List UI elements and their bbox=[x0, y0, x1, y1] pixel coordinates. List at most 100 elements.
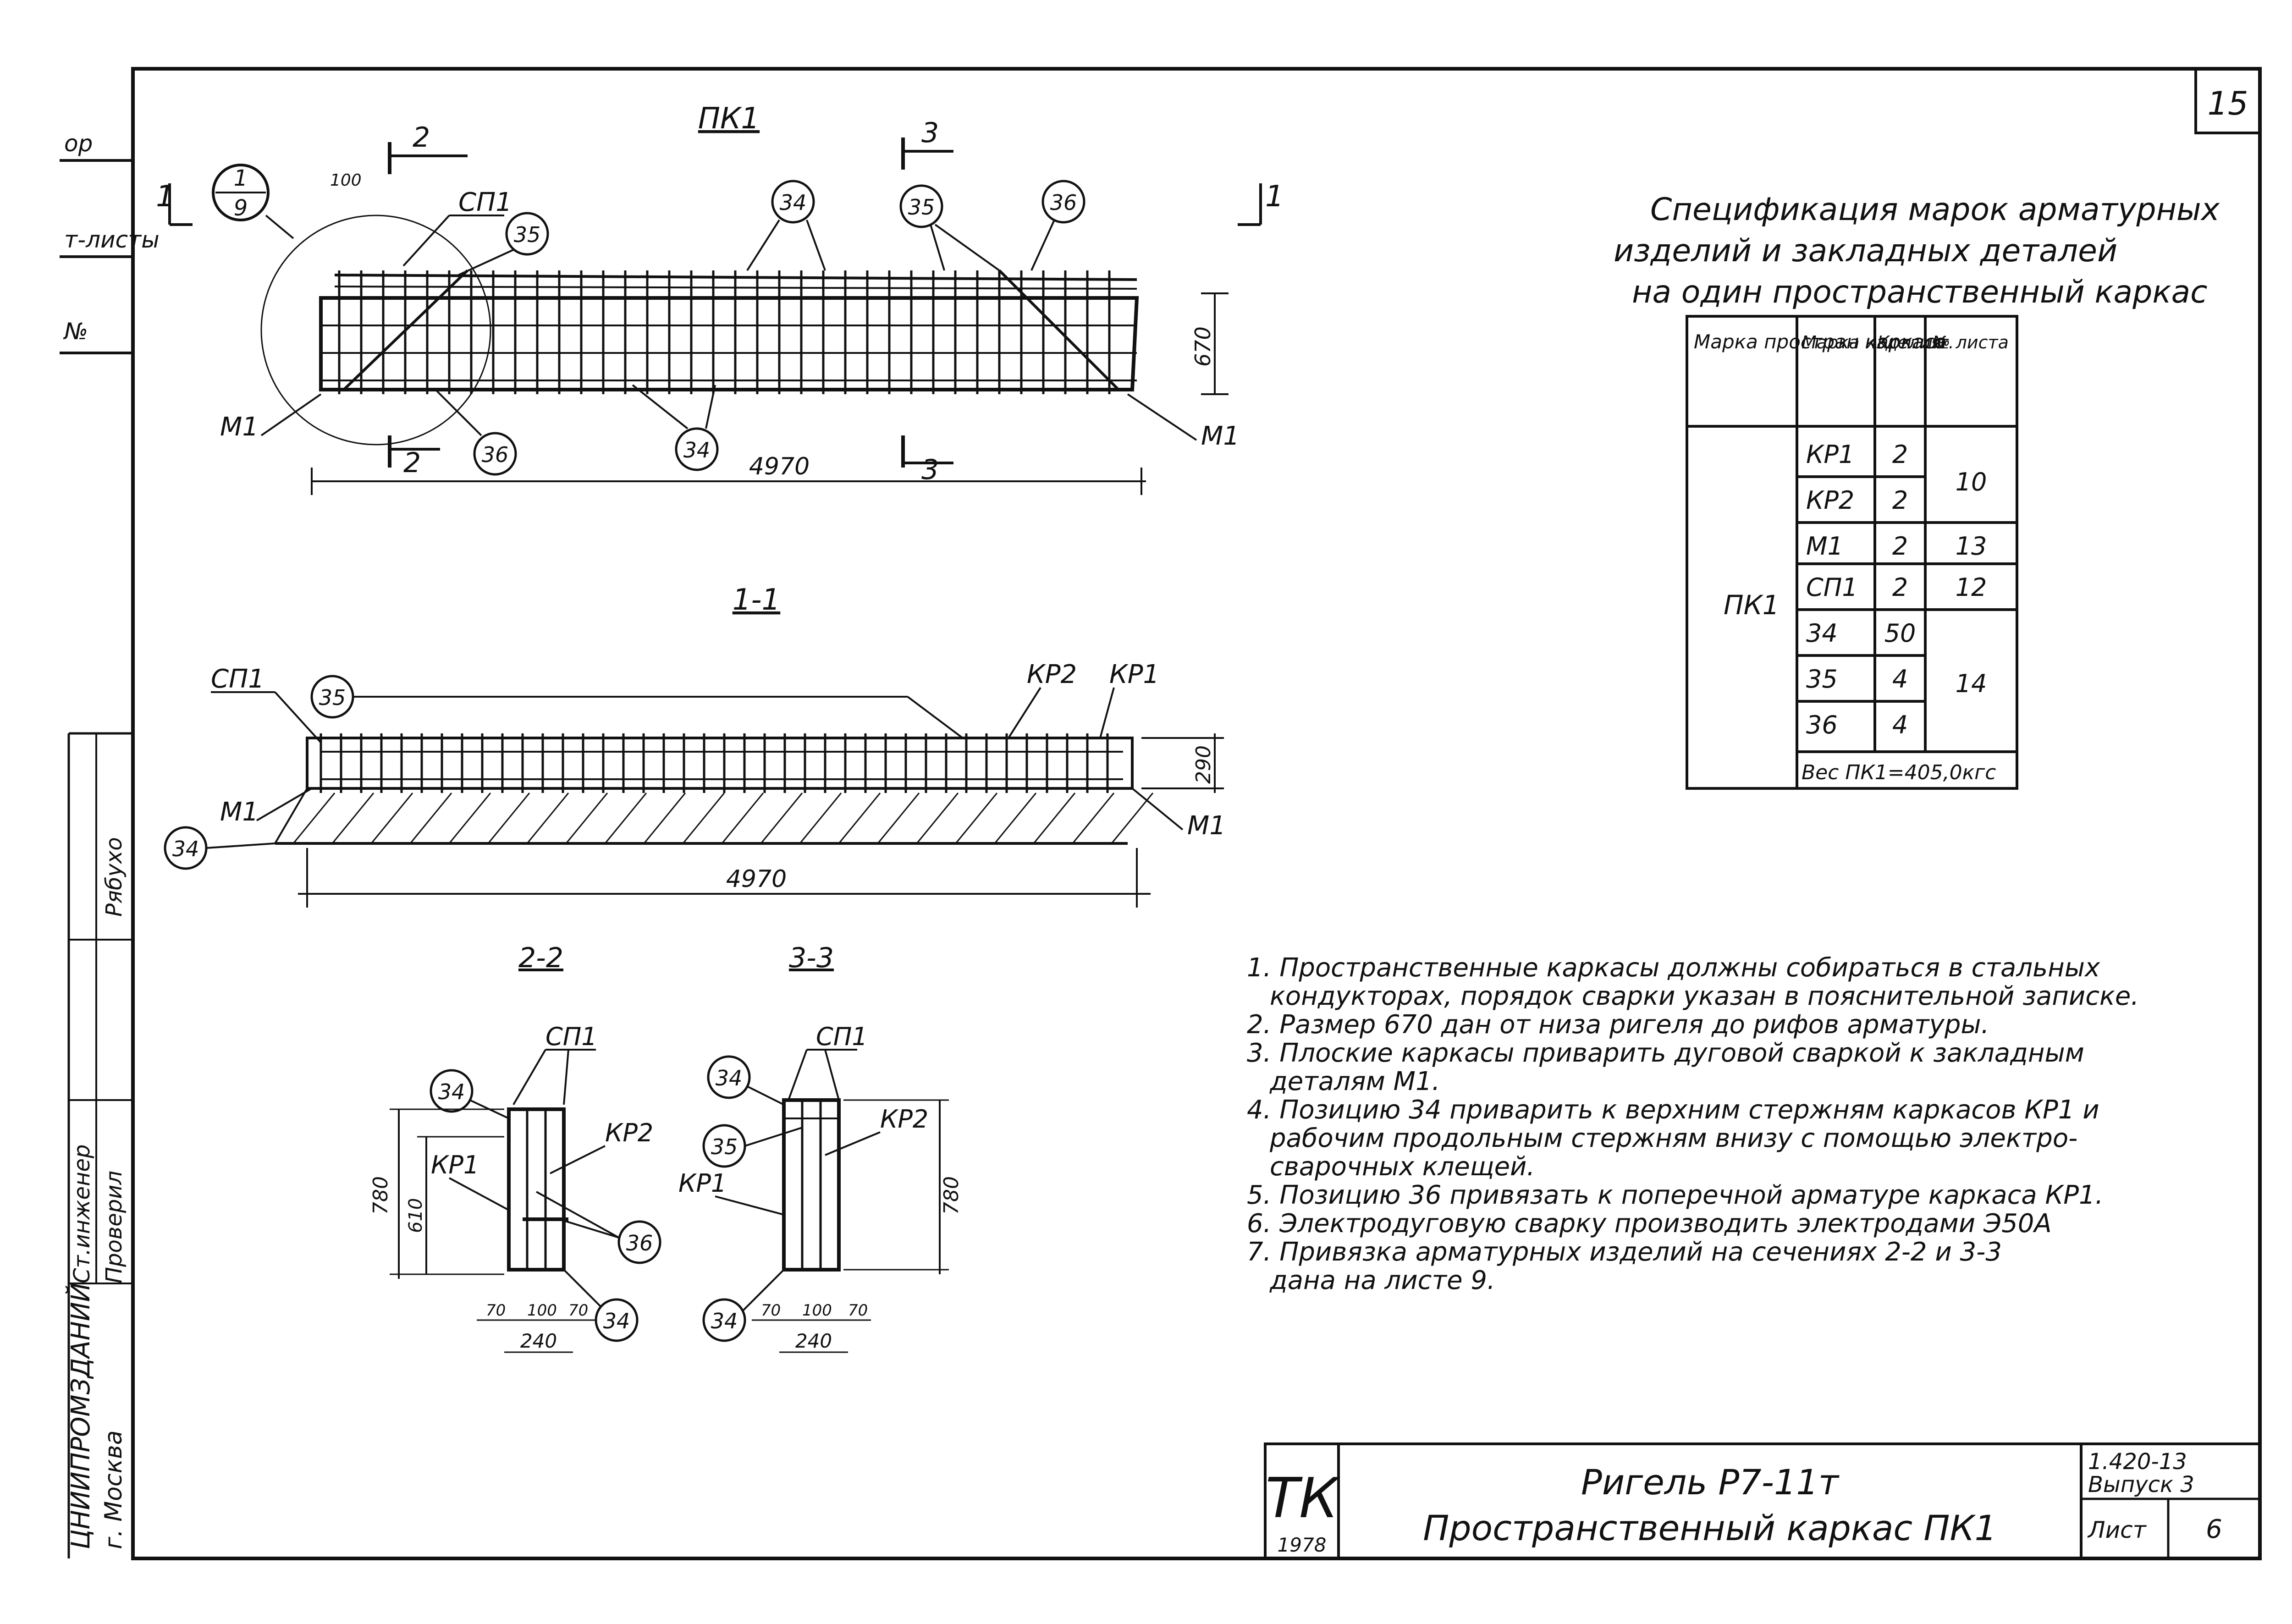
notes: 1. Пространственные каркасы должны собир… bbox=[1247, 953, 2139, 1295]
spec-row-item: СП1 bbox=[1806, 573, 1858, 602]
title-sheet-value: 6 bbox=[2206, 1514, 2222, 1544]
plan-dim-height: 670 bbox=[1190, 326, 1215, 367]
cut-3-top: 3 bbox=[921, 117, 939, 149]
plan-label-m1-left: М1 bbox=[220, 412, 259, 442]
sec11-dim-length: 4970 bbox=[726, 865, 787, 893]
plan-title: ПК1 bbox=[698, 102, 760, 136]
sheet-number-box bbox=[2194, 67, 2261, 134]
left-margin: ор т-листы № Ст.инженер Проверил Рябухо … bbox=[60, 130, 160, 1558]
spec-weight: Вес ПК1=405,0кгс bbox=[1802, 761, 1996, 784]
sec22-label-kr1: КР1 bbox=[431, 1151, 479, 1179]
sec11-callout-34: 34 bbox=[172, 837, 199, 861]
note-line: дана на листе 9. bbox=[1269, 1266, 1495, 1295]
hatch-line bbox=[409, 793, 452, 844]
plan-callout-35-right: 35 bbox=[908, 195, 935, 220]
hatch-line bbox=[877, 793, 920, 844]
margin-city: г. Москва bbox=[100, 1430, 127, 1549]
note-line: деталям М1. bbox=[1269, 1067, 1440, 1096]
margin-role-2: Проверил bbox=[101, 1171, 127, 1283]
hatch-line bbox=[604, 793, 647, 844]
sec11-label-m1-right: М1 bbox=[1187, 811, 1226, 841]
hatch-line bbox=[526, 793, 569, 844]
spec-row-item: КР2 bbox=[1806, 486, 1854, 515]
margin-role-1: Ст.инженер bbox=[69, 1145, 95, 1283]
hatch-line bbox=[292, 793, 336, 844]
sec22-dim-70b: 70 bbox=[568, 1301, 588, 1320]
sec22-dim-70a: 70 bbox=[486, 1301, 506, 1320]
hatch-line bbox=[799, 793, 842, 844]
sheet-frame bbox=[131, 67, 2262, 1560]
margin-name-1: Рябухо bbox=[101, 837, 127, 917]
hatch-line bbox=[838, 793, 881, 844]
sec11-label-sp1: СП1 bbox=[211, 664, 264, 694]
spec-row-item: 34 bbox=[1806, 619, 1838, 648]
hatch-line bbox=[721, 793, 764, 844]
spec-row-qty: 2 bbox=[1892, 486, 1908, 515]
cut-1-right: 1 bbox=[1265, 180, 1284, 214]
spec-header-frame: Марка простран каркаса bbox=[1694, 330, 1946, 353]
spec-table bbox=[1686, 315, 2018, 790]
section-3-3: 3-3 СП1 34 35 КР2 КР1 34 780 70 100 70 2… bbox=[678, 942, 963, 1353]
sec33-callout-34-bottom: 34 bbox=[711, 1309, 738, 1333]
sec22-dim-100: 100 bbox=[527, 1301, 557, 1320]
spec-row-item: М1 bbox=[1806, 532, 1843, 561]
sec33-dim-240: 240 bbox=[795, 1330, 832, 1352]
hatch-line bbox=[448, 793, 491, 844]
hatch-line bbox=[1033, 793, 1076, 844]
spec-row-item: 36 bbox=[1806, 710, 1838, 739]
note-line: 1. Пространственные каркасы должны собир… bbox=[1247, 953, 2100, 983]
section-2-2: 2-2 СП1 34 КР2 КР1 36 34 780 610 70 100 … bbox=[369, 942, 661, 1353]
section-2-2-title: 2-2 bbox=[518, 942, 563, 974]
sec22-callout-34-bottom: 34 bbox=[603, 1309, 630, 1333]
sec11-dim-height: 290 bbox=[1192, 745, 1215, 784]
section-1-1-title: 1-1 bbox=[733, 583, 781, 617]
sec22-dim-240: 240 bbox=[520, 1330, 557, 1352]
spec-title-3: на один пространственный каркас bbox=[1632, 274, 2208, 310]
title-block: ТК 1978 Ригель Р7-11т Пространственный к… bbox=[1264, 1442, 2261, 1560]
sec22-callout-34-top: 34 bbox=[438, 1079, 465, 1104]
detail-circle bbox=[260, 215, 491, 446]
spec-header-sheet: № листа bbox=[1931, 332, 2009, 352]
sec22-callout-36: 36 bbox=[626, 1231, 653, 1255]
plan-label-m1-right: М1 bbox=[1201, 421, 1240, 451]
note-line: 7. Привязка арматурных изделий на сечени… bbox=[1247, 1237, 2002, 1267]
spec-row-item: КР1 bbox=[1806, 440, 1854, 469]
sec33-label-kr1: КР1 bbox=[678, 1169, 727, 1198]
detail-ref-top: 1 bbox=[234, 165, 248, 191]
hatch-line bbox=[643, 793, 686, 844]
title-doc-code: 1.420-13 bbox=[2088, 1449, 2187, 1475]
margin-org: ЦНИИПРОМЗДАНИЙ bbox=[66, 1283, 96, 1550]
spec-row-item: 35 bbox=[1806, 665, 1838, 694]
spec-row-qty: 50 bbox=[1884, 619, 1916, 648]
specification: Спецификация марок арматурных изделий и … bbox=[1614, 192, 2220, 790]
title-name-1: Ригель Р7-11т bbox=[1581, 1462, 1840, 1503]
plan-callout-36-right: 36 bbox=[1050, 190, 1077, 215]
section-3-3-title: 3-3 bbox=[789, 942, 834, 974]
hatch-line bbox=[916, 793, 959, 844]
sec22-label-sp1: СП1 bbox=[545, 1022, 597, 1051]
sec22-dim-610: 610 bbox=[405, 1198, 426, 1233]
detail-ref bbox=[212, 164, 270, 221]
section-1-1: 1-1 СП1 35 КР2 КР1 М1 М1 34 4970 290 bbox=[164, 583, 1226, 908]
title-issue: Выпуск 3 bbox=[2088, 1472, 2194, 1497]
margin-tab-1: ор bbox=[64, 130, 93, 157]
section-1-1-bars bbox=[320, 733, 1109, 793]
sec33-dim-100: 100 bbox=[802, 1301, 832, 1320]
title-logo: ТК bbox=[1266, 1467, 1340, 1530]
spec-sheet-kr: 10 bbox=[1956, 468, 1987, 496]
hatch-line bbox=[1111, 793, 1154, 844]
detail-ref-bottom: 9 bbox=[234, 195, 248, 221]
plan-label-sp1: СП1 bbox=[458, 187, 512, 217]
sec11-label-kr2: КР2 bbox=[1027, 660, 1077, 689]
plan-callout-35-left: 35 bbox=[514, 222, 541, 247]
spec-header-item: Марка изделия bbox=[1802, 332, 1941, 352]
cut-1-left: 1 bbox=[156, 180, 175, 214]
spec-row-qty: 4 bbox=[1892, 665, 1908, 694]
hatch-line bbox=[565, 793, 608, 844]
sec22-dim-780: 780 bbox=[369, 1176, 392, 1215]
note-line: кондукторах, порядок сварки указан в поя… bbox=[1270, 981, 2139, 1011]
plan-view: ПК1 1 9 1 1 2 2 3 bbox=[156, 102, 1284, 495]
spec-title-1: Спецификация марок арматурных bbox=[1650, 192, 2220, 228]
spec-sheet-sp1: 12 bbox=[1956, 573, 1987, 602]
title-sheet-label: Лист bbox=[2087, 1517, 2147, 1543]
